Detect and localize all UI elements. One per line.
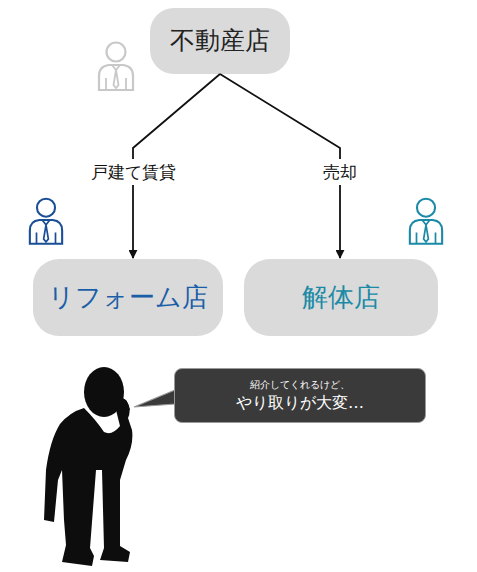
person-icon [410, 199, 442, 244]
person-icon [99, 43, 133, 91]
person-icon [30, 199, 62, 244]
edge-label: 戸建て賃貸 [89, 159, 178, 185]
speech-bubble-tail [134, 390, 176, 407]
edge-label: 売却 [321, 159, 359, 185]
speech-text: やり取りが大変… [236, 392, 364, 414]
worried-man-silhouette [44, 367, 132, 566]
shop-box: 解体店 [244, 259, 438, 336]
speech-text: 紹介してくれるけど、 [250, 378, 350, 392]
shop-name: 不動産店 [170, 24, 270, 58]
shop-box: リフォーム店 [33, 259, 223, 336]
speech-bubble: 紹介してくれるけど、やり取りが大変… [174, 368, 426, 423]
shop-name: リフォーム店 [48, 280, 208, 315]
shop-name: 解体店 [302, 280, 380, 315]
shop-box: 不動産店 [150, 8, 290, 74]
